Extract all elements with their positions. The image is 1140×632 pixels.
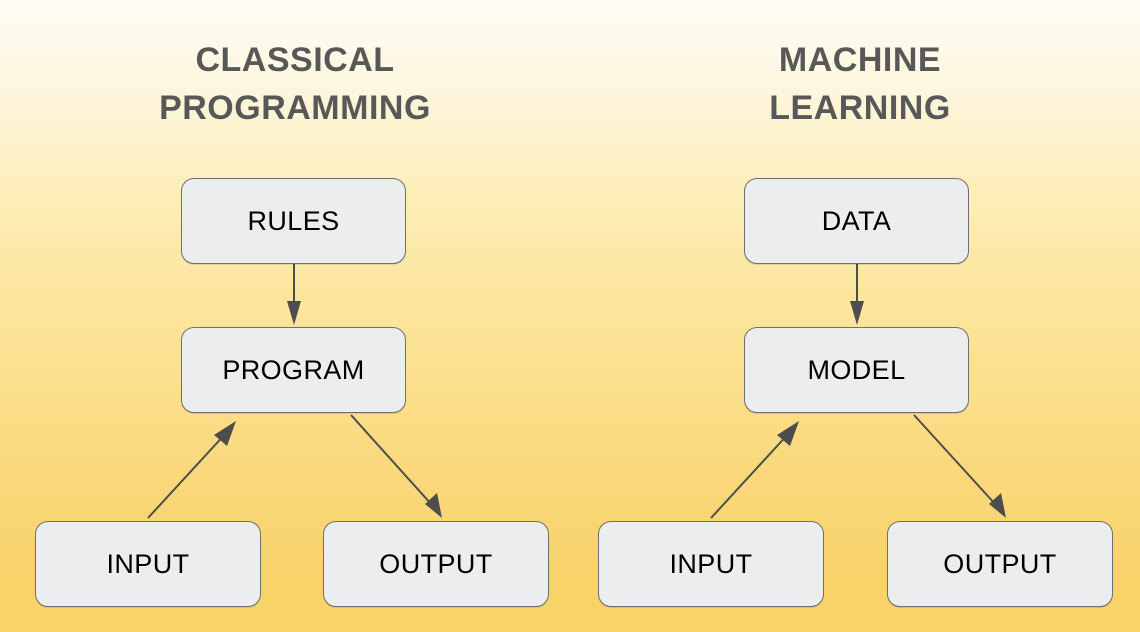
node-program[interactable]: PROGRAM xyxy=(181,327,406,413)
node-model[interactable]: MODEL xyxy=(744,327,969,413)
arrow-input-to-program xyxy=(147,421,236,519)
node-output-ml[interactable]: OUTPUT xyxy=(887,521,1113,607)
arrow-rules-to-program xyxy=(287,264,301,325)
arrow-input-to-model xyxy=(710,421,799,519)
column-title-classical-programming: CLASSICAL PROGRAMMING xyxy=(159,41,431,127)
arrow-model-to-output xyxy=(913,414,1006,518)
column-title-machine-learning: MACHINE LEARNING xyxy=(769,41,951,127)
arrow-data-to-model xyxy=(850,264,864,325)
node-rules[interactable]: RULES xyxy=(181,178,406,264)
node-input-classical[interactable]: INPUT xyxy=(35,521,261,607)
arrow-program-to-output xyxy=(350,414,442,518)
node-output-classical[interactable]: OUTPUT xyxy=(323,521,549,607)
node-data[interactable]: DATA xyxy=(744,178,969,264)
node-input-ml[interactable]: INPUT xyxy=(598,521,824,607)
